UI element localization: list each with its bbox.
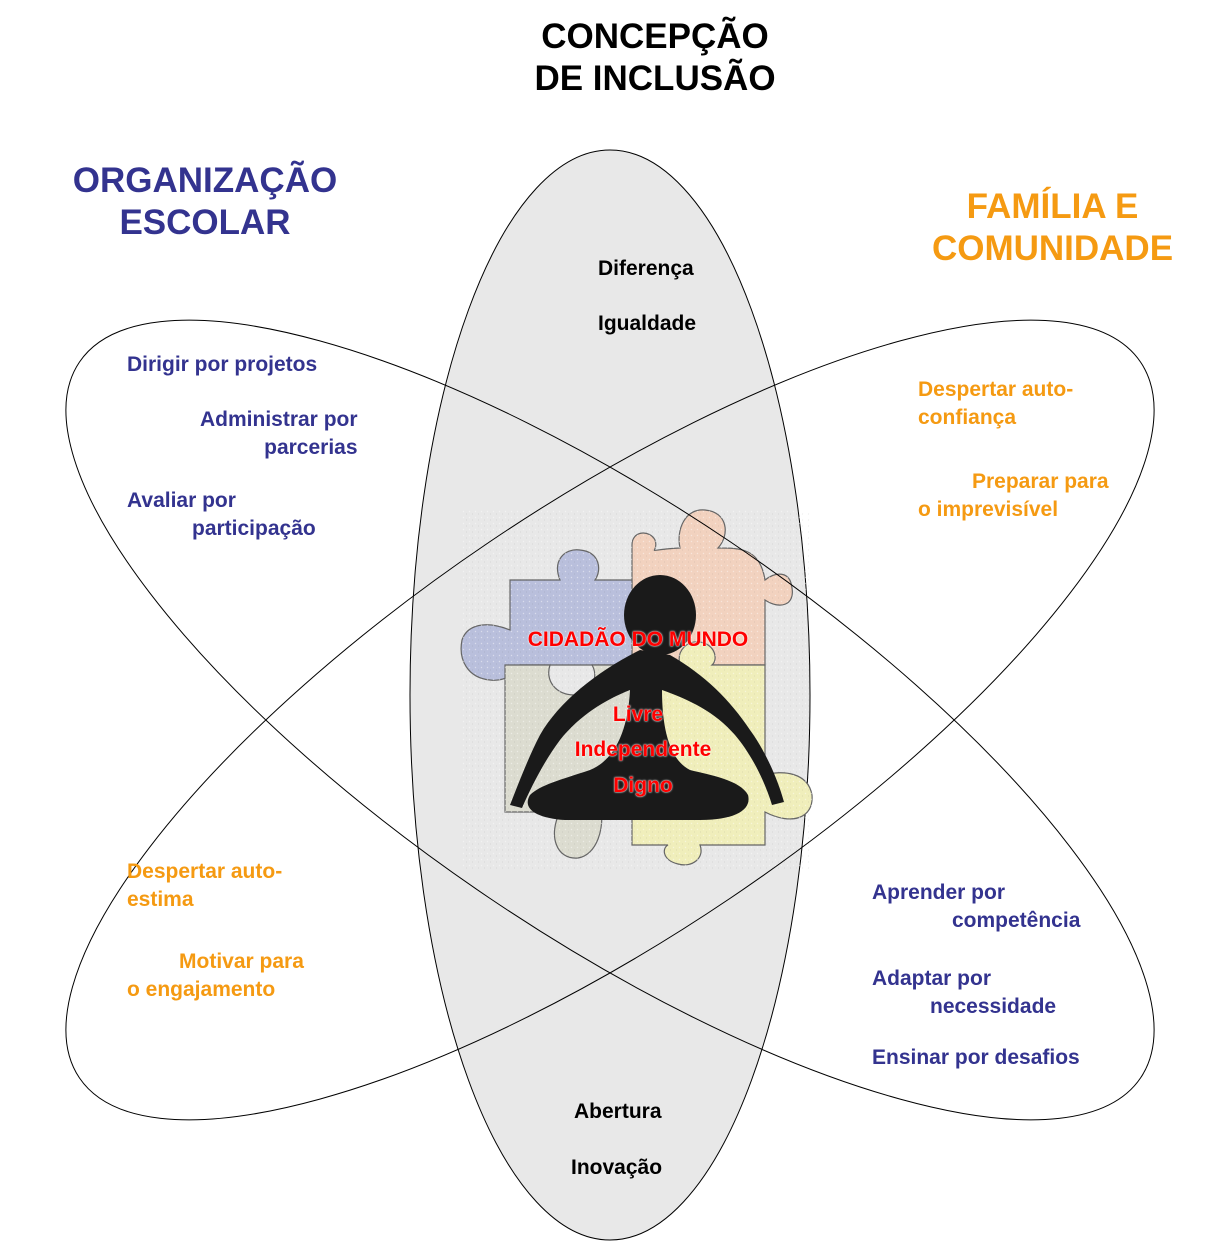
- list-item-dirigir: Dirigir por projetos: [127, 351, 317, 379]
- list-item-adaptar: Adaptar por necessidade: [872, 965, 1056, 1021]
- list-item-autoconfianca: Despertar auto- confiança: [918, 376, 1073, 432]
- item-text: necessidade: [930, 995, 1057, 1018]
- item-text: o engajamento: [127, 978, 276, 1001]
- center-word-abertura: Abertura: [574, 1100, 662, 1123]
- item-text: Adaptar por: [872, 967, 992, 990]
- right-heading-line-1: FAMÍLIA E: [966, 187, 1139, 226]
- list-item-avaliar: Avaliar por participação: [127, 487, 316, 543]
- item-text: competência: [952, 909, 1081, 932]
- core-word-independente: Independente: [574, 738, 712, 761]
- list-item-engajamento: Motivar para o engajamento: [127, 948, 304, 1004]
- item-text: confiança: [918, 406, 1017, 429]
- item-text: o imprevisível: [918, 498, 1059, 521]
- list-item-ensinar: Ensinar por desafios: [872, 1044, 1080, 1072]
- right-heading-line-2: COMUNIDADE: [931, 229, 1174, 268]
- item-text: Despertar auto-: [918, 378, 1074, 401]
- left-heading-line-1: ORGANIZAÇÃO: [72, 161, 338, 200]
- item-text: estima: [127, 888, 194, 911]
- item-text: Dirigir por projetos: [127, 353, 318, 376]
- meditating-person-silhouette: [510, 575, 784, 820]
- item-text: Preparar para: [972, 470, 1109, 493]
- title-line-2: DE INCLUSÃO: [534, 59, 776, 98]
- center-word-igualdade: Igualdade: [598, 312, 697, 335]
- list-item-aprender: Aprender por competência: [872, 879, 1080, 935]
- list-item-imprevisivel: Preparar para o imprevisível: [918, 468, 1109, 524]
- center-word-diferenca: Diferença: [598, 257, 694, 280]
- item-text: Aprender por: [872, 881, 1006, 904]
- page-title: CONCEPÇÃO DE INCLUSÃO: [500, 16, 810, 100]
- heading-organizacao-escolar: ORGANIZAÇÃO ESCOLAR: [55, 160, 355, 244]
- heading-familia-comunidade: FAMÍLIA E COMUNIDADE: [910, 186, 1195, 270]
- item-text: Motivar para: [179, 950, 304, 973]
- item-text: Administrar por: [200, 408, 358, 431]
- core-word-livre: Livre: [612, 703, 664, 726]
- item-text: parcerias: [264, 436, 358, 459]
- core-word-digno: Digno: [613, 774, 673, 797]
- center-word-inovacao: Inovação: [571, 1156, 663, 1179]
- list-item-autoestima: Despertar auto- estima: [127, 858, 282, 914]
- title-line-1: CONCEPÇÃO: [541, 17, 769, 56]
- list-item-administrar: Administrar por parcerias: [200, 406, 358, 462]
- item-text: Avaliar por: [127, 489, 236, 512]
- ellipse-ascending: [65, 319, 1155, 1121]
- core-heading: CIDADÃO DO MUNDO: [527, 628, 749, 651]
- item-text: Ensinar por desafios: [872, 1046, 1080, 1069]
- left-heading-line-2: ESCOLAR: [119, 203, 291, 242]
- ellipse-descending: [65, 319, 1155, 1121]
- item-text: Despertar auto-: [127, 860, 283, 883]
- item-text: participação: [192, 517, 316, 540]
